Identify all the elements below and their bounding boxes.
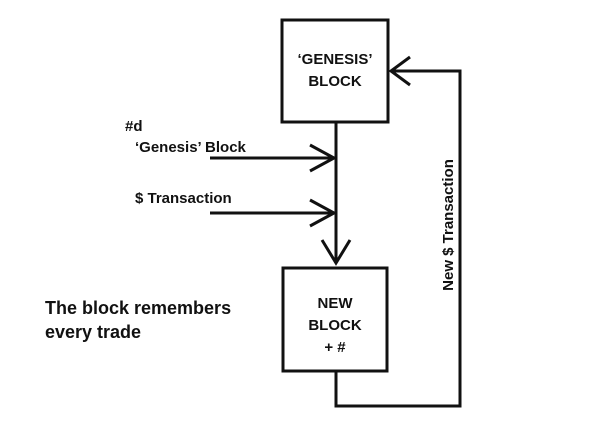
genesis-input-label: ‘Genesis’ Block bbox=[135, 139, 247, 156]
genesis-block-box bbox=[280, 18, 390, 124]
new-block-label-line1: NEW bbox=[318, 295, 354, 312]
feedback-line bbox=[334, 69, 462, 408]
main-flow-arrow bbox=[320, 122, 352, 266]
feedback-arrow bbox=[334, 55, 462, 408]
new-block: NEW BLOCK + # bbox=[281, 266, 389, 373]
genesis-input-arrowhead bbox=[309, 143, 338, 173]
main-flow-arrowhead bbox=[320, 239, 352, 266]
feedback-label: New $ Transaction bbox=[440, 159, 457, 291]
caption-line1: The block remembers bbox=[45, 298, 231, 318]
transaction-input-label: $ Transaction bbox=[135, 190, 232, 207]
new-block-label-line2: BLOCK bbox=[308, 317, 361, 334]
genesis-input-arrow bbox=[210, 143, 338, 173]
hash-label: #d bbox=[125, 118, 143, 135]
genesis-block-label-line1: ‘GENESIS’ bbox=[297, 51, 372, 68]
caption-line2: every trade bbox=[45, 322, 141, 342]
transaction-input-arrow bbox=[210, 198, 338, 228]
transaction-input-arrowhead bbox=[309, 198, 338, 228]
new-block-label-line3: + # bbox=[324, 339, 346, 356]
genesis-block-label-line2: BLOCK bbox=[308, 73, 361, 90]
genesis-block: ‘GENESIS’ BLOCK bbox=[280, 18, 390, 124]
feedback-arrowhead bbox=[388, 55, 411, 87]
